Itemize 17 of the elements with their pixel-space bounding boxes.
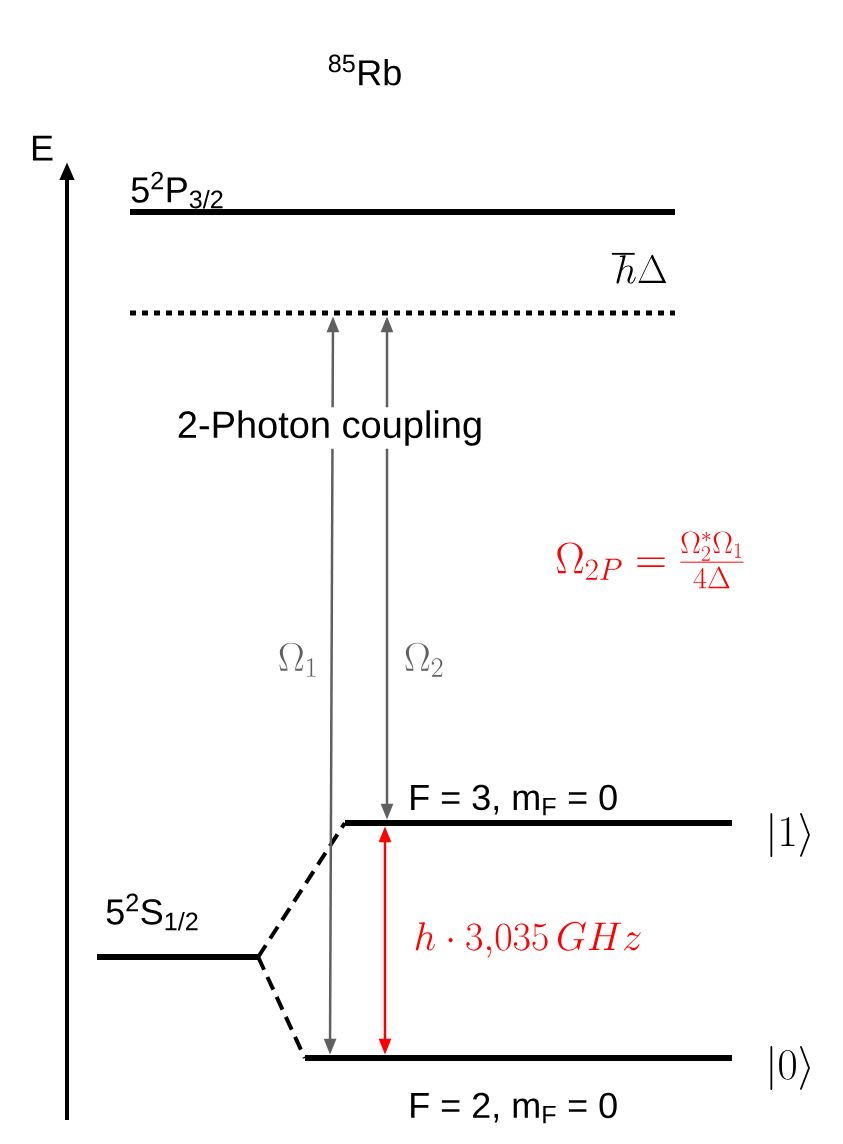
level-label: F = 2, m$_{F}$ = 0 bbox=[411, 1092, 617, 1124]
axis-label: E bbox=[32, 135, 53, 161]
rabi-formula: $\Omega_{2P} = \frac{\Omega_2^{*}\Omega_1}{4\Delta}$ bbox=[556, 531, 744, 589]
edge-label: $h\cdot 3{,}035\,GHz$ bbox=[415, 921, 641, 958]
connector bbox=[256, 956, 307, 1059]
state-ket: $\left|0\right\rangle$ bbox=[770, 1046, 810, 1090]
detuning-label: $\hbar\Delta$ bbox=[611, 252, 667, 284]
coupling-label: 2-Photon coupling bbox=[173, 407, 487, 449]
state-ket: $\left|1\right\rangle$ bbox=[770, 813, 810, 857]
title: $^{85}$Rb bbox=[328, 54, 401, 86]
connector bbox=[256, 821, 347, 959]
edge-label: $\Omega_2$ bbox=[405, 642, 443, 677]
edge-label: $\Omega_1$ bbox=[279, 642, 316, 677]
level-label: F = 3, m$_{F}$ = 0 bbox=[411, 784, 617, 816]
level-label: 5$^{2}$S$_{1/2}$ bbox=[106, 893, 198, 931]
level-label: 5$^{2}$P$_{3/2}$ bbox=[131, 171, 223, 209]
virtual-level bbox=[130, 310, 675, 316]
